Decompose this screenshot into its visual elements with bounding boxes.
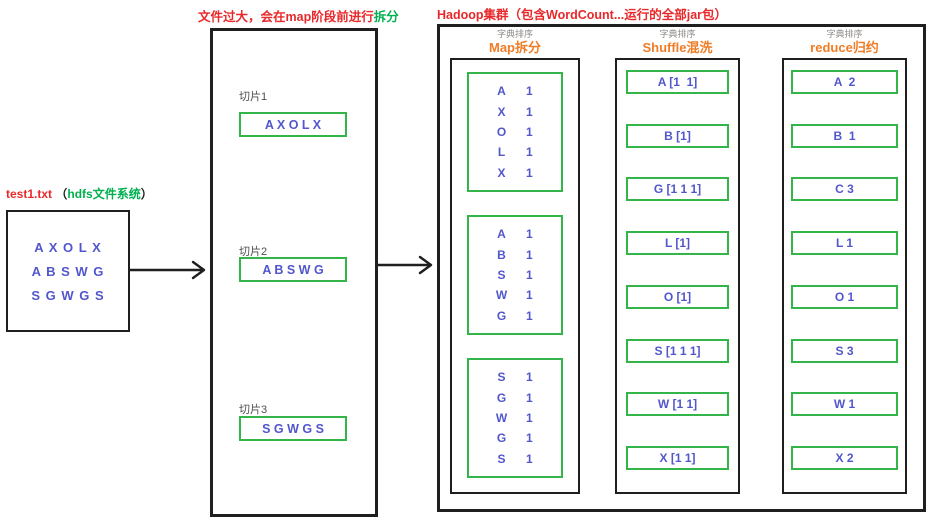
map-count: 1 <box>526 227 533 242</box>
split-container-box: 切片1 A X O L X 切片2 A B S W G 切片3 S G W G … <box>210 28 378 517</box>
hdfs-system-label: hdfs文件系统 <box>67 187 141 201</box>
map-count: 1 <box>526 370 533 385</box>
slice-1-value-box: A X O L X <box>239 112 347 137</box>
reduce-item-box: S 3 <box>791 338 898 363</box>
map-stage-label: Map拆分 <box>488 40 541 55</box>
slice-2-value-box: A B S W G <box>239 257 347 282</box>
reduce-column: 字典排序 reduce归约 A 2 B 1 C 3 L 1 O 1 S 3 W … <box>782 29 907 494</box>
map-count: 1 <box>526 104 533 119</box>
slice-1-label: 切片1 <box>239 91 268 103</box>
reduce-item-box: O 1 <box>791 284 898 309</box>
shuffle-stage-box: A [1 1] B [1] G [1 1 1] L [1] O [1] S [1… <box>615 58 740 494</box>
reduce-item-box: W 1 <box>791 392 898 417</box>
shuffle-item-box: X [1 1] <box>626 445 729 470</box>
shuffle-sort-label: 字典排序 <box>659 29 696 39</box>
map-count: 1 <box>526 308 533 323</box>
source-data-box: A X O L X A B S W G S G W G S <box>6 210 130 332</box>
map-key: A <box>497 84 506 99</box>
reduce-stage-box: A 2 B 1 C 3 L 1 O 1 S 3 W 1 X 2 <box>782 58 907 494</box>
hadoop-cluster-title: Hadoop集群（包含WordCount...运行的全部jar包） <box>437 8 728 22</box>
shuffle-item-box: G [1 1 1] <box>626 177 729 202</box>
source-file-label: test1.txt （hdfs文件系统） <box>6 185 153 202</box>
map-key: X <box>497 104 506 119</box>
shuffle-item-box: W [1 1] <box>626 392 729 417</box>
reduce-stage-label: reduce归约 <box>810 40 879 55</box>
map-key: B <box>497 247 506 262</box>
source-line: S G W G S <box>31 287 105 303</box>
map-key: G <box>496 390 507 405</box>
map-key: L <box>497 145 506 160</box>
split-title-red: 文件过大，会在map阶段前进行 <box>198 10 374 24</box>
map-count: 1 <box>526 431 533 446</box>
map-key: G <box>496 431 507 446</box>
map-key: A <box>497 227 506 242</box>
map-key: O <box>496 124 507 139</box>
map-count: 1 <box>526 410 533 425</box>
shuffle-stage-label: Shuffle混洗 <box>642 40 713 55</box>
map-count: 1 <box>526 451 533 466</box>
shuffle-item-box: B [1] <box>626 123 729 148</box>
arrow-split-to-hadoop-icon <box>375 255 433 275</box>
reduce-item-box: C 3 <box>791 177 898 202</box>
map-key: W <box>495 410 508 425</box>
source-line: A X O L X <box>34 239 102 255</box>
slice-3-value-box: S G W G S <box>239 416 347 441</box>
map-key: W <box>495 288 508 303</box>
map-count: 1 <box>526 288 533 303</box>
map-sort-label: 字典排序 <box>496 29 533 39</box>
map-key: S <box>497 267 506 282</box>
shuffle-item-box: O [1] <box>626 284 729 309</box>
source-filename: test1.txt <box>6 187 53 201</box>
slice-3-label: 切片3 <box>239 404 268 416</box>
arrow-source-to-split-icon <box>128 260 206 280</box>
split-title-green: 拆分 <box>373 10 399 24</box>
map-key: S <box>497 370 506 385</box>
reduce-item-box: X 2 <box>791 445 898 470</box>
map-count: 1 <box>526 84 533 99</box>
paren-close: ） <box>140 187 153 201</box>
shuffle-column: 字典排序 Shuffle混洗 A [1 1] B [1] G [1 1 1] L… <box>615 29 740 494</box>
paren-open: （ <box>55 187 68 201</box>
shuffle-item-box: A [1 1] <box>626 70 729 94</box>
shuffle-item-box: L [1] <box>626 231 729 256</box>
map-key: G <box>496 308 507 323</box>
reduce-item-box: L 1 <box>791 231 898 256</box>
shuffle-item-box: S [1 1 1] <box>626 338 729 363</box>
map-count: 1 <box>526 267 533 282</box>
source-line: A B S W G <box>31 263 105 279</box>
reduce-item-box: B 1 <box>791 123 898 148</box>
map-count: 1 <box>526 247 533 262</box>
map-count: 1 <box>526 390 533 405</box>
map-count: 1 <box>526 145 533 160</box>
reduce-sort-label: 字典排序 <box>826 29 863 39</box>
map-key: X <box>497 165 506 180</box>
slice-2-label: 切片2 <box>239 246 268 258</box>
reduce-item-box: A 2 <box>791 70 898 94</box>
split-stage-title: 文件过大，会在map阶段前进行拆分 <box>198 6 399 25</box>
map-count: 1 <box>526 165 533 180</box>
map-key: S <box>497 451 506 466</box>
map-count: 1 <box>526 124 533 139</box>
